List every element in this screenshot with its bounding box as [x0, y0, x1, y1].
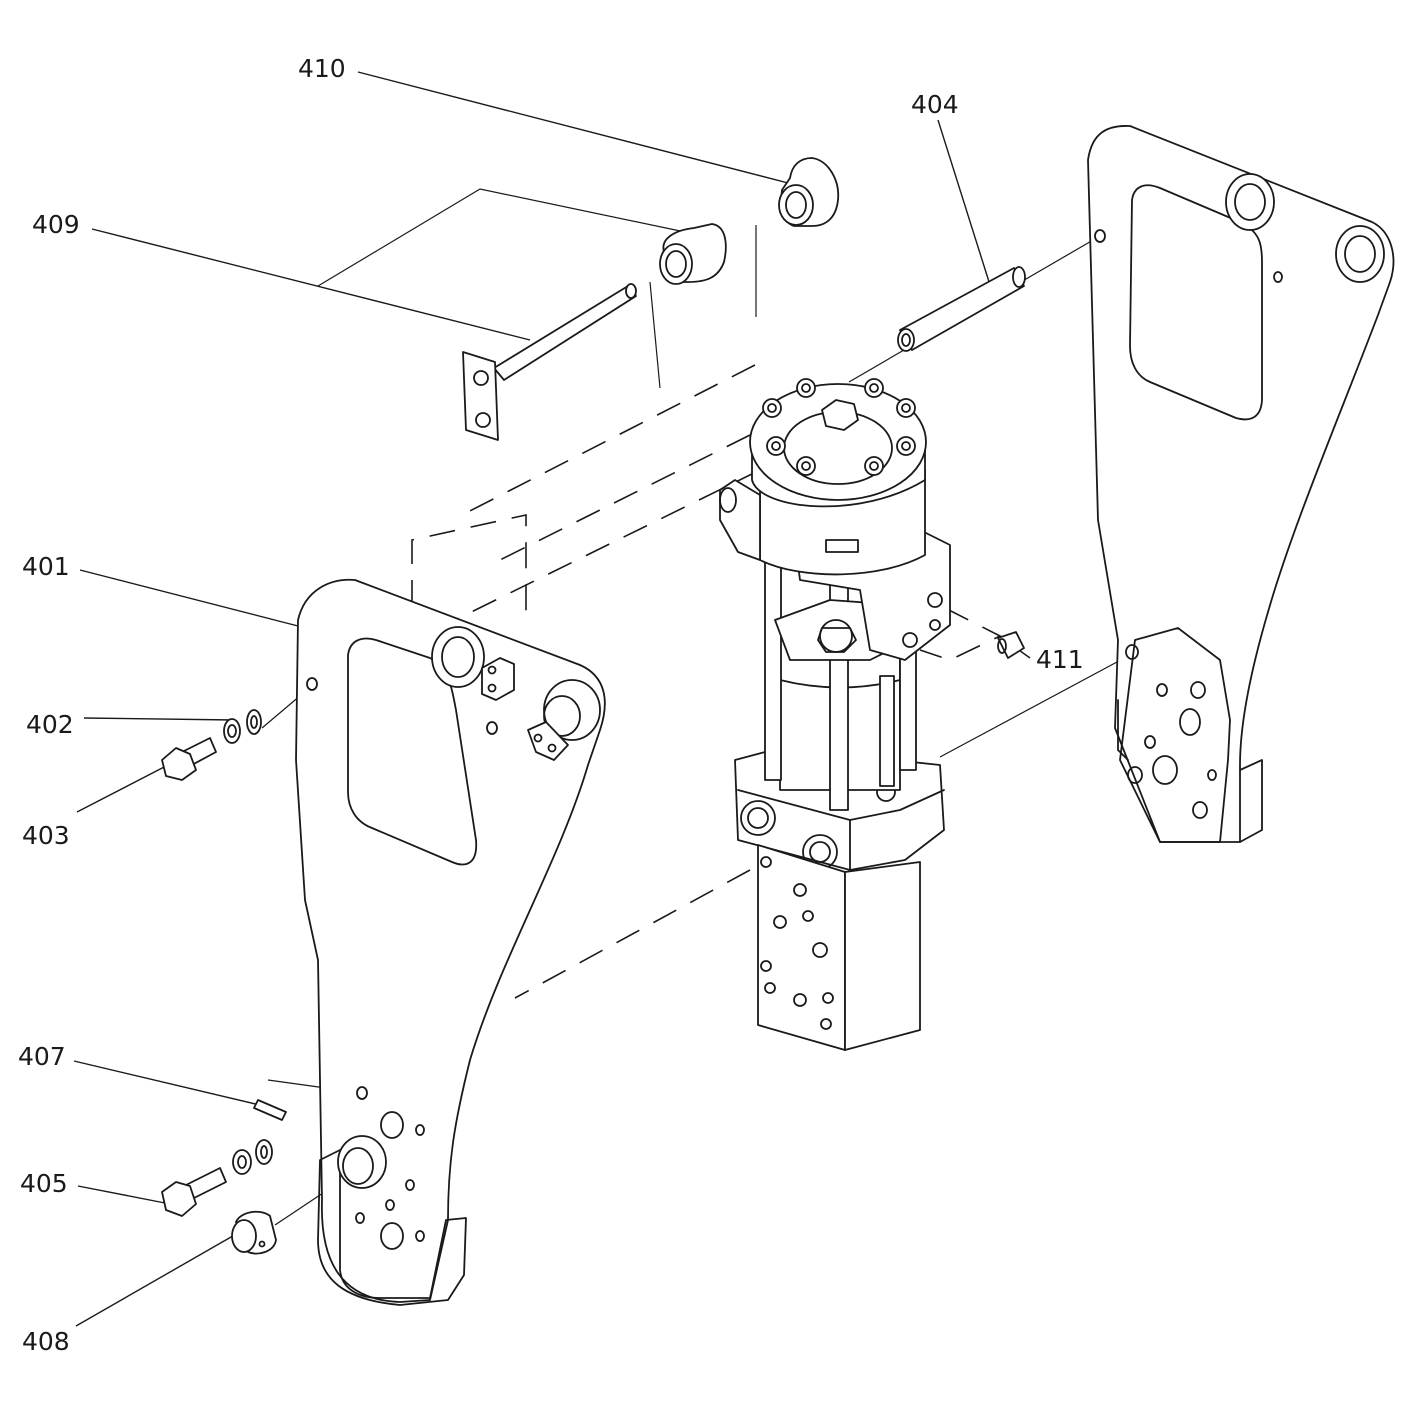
head-bolts: [762, 378, 916, 476]
callout-403: 403: [22, 821, 70, 850]
bolt-405: [161, 1167, 227, 1217]
leader-lines: [73, 71, 1031, 1327]
leader-402: [83, 717, 236, 721]
leader-405: [77, 1185, 166, 1204]
leader-403: [76, 764, 169, 813]
left-bracket-plate: [295, 578, 606, 1306]
callout-410: 410: [298, 54, 346, 83]
leader-408: [75, 1232, 239, 1327]
plate-bushing: [337, 1135, 387, 1189]
pin-409: [462, 283, 637, 441]
cap-408: [231, 1210, 277, 1255]
pin-404: [897, 266, 1026, 352]
assembly-guide-lines: [261, 188, 1131, 1226]
leader-404: [937, 119, 991, 286]
callout-401: 401: [22, 552, 70, 581]
callout-407: 407: [18, 1042, 66, 1071]
washers-405: [232, 1139, 273, 1175]
callout-409: 409: [32, 210, 80, 239]
leader-410: [357, 71, 793, 185]
left-plate-blocks: [481, 657, 569, 761]
leader-401: [79, 569, 299, 627]
callout-404: 404: [911, 90, 959, 119]
callout-411: 411: [1036, 645, 1084, 674]
hydraulic-cylinder-body: [719, 378, 951, 1051]
bushing-410b: [778, 157, 840, 227]
leader-407: [73, 1060, 265, 1107]
right-bracket-plate: [1087, 125, 1395, 843]
pin-407: [253, 1099, 287, 1121]
callout-402: 402: [26, 710, 74, 739]
fitting-411: [997, 631, 1025, 659]
callout-408: 408: [22, 1327, 70, 1356]
washers-402: [223, 709, 262, 744]
bolt-403: [161, 737, 217, 781]
leader-409: [91, 228, 531, 341]
bushing-410a: [659, 223, 727, 285]
callout-405: 405: [20, 1169, 68, 1198]
